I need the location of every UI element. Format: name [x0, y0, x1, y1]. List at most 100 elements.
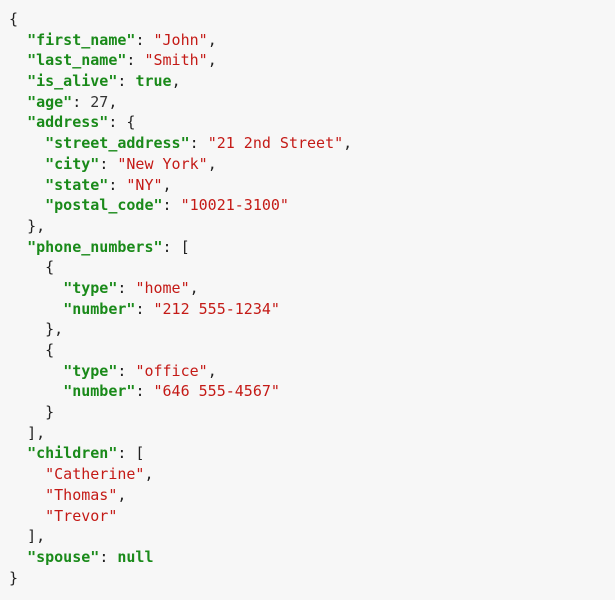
code-line: "Catherine",	[9, 464, 352, 485]
json-punctuation: :	[135, 30, 154, 49]
indent	[9, 320, 45, 338]
json-punctuation: :	[117, 361, 136, 380]
json-key: "postal_code"	[45, 196, 163, 215]
code-line: {	[9, 9, 352, 30]
json-key: "spouse"	[27, 547, 100, 566]
code-line: {	[9, 257, 352, 278]
json-punctuation: :	[126, 51, 145, 70]
indent	[9, 155, 45, 173]
json-punctuation: ,	[108, 92, 118, 111]
indent	[9, 217, 27, 235]
json-string-value: "Smith"	[144, 51, 208, 70]
indent	[9, 465, 45, 483]
code-line: "type": "home",	[9, 278, 352, 299]
json-key: "type"	[63, 278, 118, 297]
code-line: "age": 27,	[9, 92, 352, 113]
json-key: "number"	[63, 382, 136, 401]
code-line: "is_alive": true,	[9, 71, 352, 92]
json-punctuation: :	[135, 299, 154, 318]
code-line: "spouse": null	[9, 547, 352, 568]
json-key: "phone_numbers"	[27, 237, 163, 256]
code-line: }	[9, 402, 352, 423]
json-punctuation: :	[135, 382, 154, 401]
code-line: "Trevor"	[9, 506, 352, 527]
json-key: "children"	[27, 444, 118, 463]
json-punctuation: : [	[162, 237, 190, 256]
json-key: "age"	[27, 92, 73, 111]
indent	[9, 113, 27, 131]
json-punctuation: :	[99, 154, 118, 173]
indent	[9, 507, 45, 525]
code-line: "type": "office",	[9, 361, 352, 382]
json-punctuation: ,	[343, 134, 353, 153]
json-punctuation: }	[9, 568, 19, 587]
json-string-value: "646 555-4567"	[153, 382, 280, 401]
code-line: "number": "212 555-1234"	[9, 299, 352, 320]
indent	[9, 548, 27, 566]
json-punctuation: ,	[207, 51, 217, 70]
indent	[9, 382, 63, 400]
indent	[9, 238, 27, 256]
json-punctuation: :	[117, 278, 136, 297]
json-punctuation: {	[9, 10, 19, 28]
json-string-value: "NY"	[126, 175, 163, 194]
indent	[9, 176, 45, 194]
code-line: "first_name": "John",	[9, 30, 352, 51]
json-punctuation: ,	[207, 30, 217, 49]
json-literal: true	[135, 72, 172, 91]
json-key: "state"	[45, 175, 109, 194]
json-punctuation: ,	[144, 465, 154, 484]
json-key: "last_name"	[27, 51, 127, 70]
code-line: ],	[9, 423, 352, 444]
json-punctuation: :	[108, 175, 127, 194]
indent	[9, 134, 45, 152]
indent	[9, 362, 63, 380]
json-punctuation: ],	[27, 423, 46, 442]
json-number-value: 27	[90, 92, 109, 111]
json-punctuation: :	[72, 92, 91, 111]
code-line: "phone_numbers": [	[9, 237, 352, 258]
json-key: "address"	[27, 113, 109, 132]
json-punctuation: ,	[117, 485, 127, 504]
json-string-value: "Trevor"	[45, 506, 118, 525]
json-punctuation: ,	[162, 175, 172, 194]
indent	[9, 93, 27, 111]
indent	[9, 31, 27, 49]
json-literal: null	[117, 547, 154, 566]
json-punctuation: :	[117, 72, 136, 91]
json-key: "number"	[63, 299, 136, 318]
json-key: "type"	[63, 361, 118, 380]
json-punctuation: ,	[207, 154, 217, 173]
code-line: "number": "646 555-4567"	[9, 381, 352, 402]
json-punctuation: }	[45, 403, 55, 422]
indent	[9, 51, 27, 69]
json-string-value: "New York"	[117, 154, 208, 173]
json-code-block: { "first_name": "John", "last_name": "Sm…	[9, 9, 352, 588]
code-line: }	[9, 568, 352, 589]
json-punctuation: ,	[207, 361, 217, 380]
indent	[9, 300, 63, 318]
json-punctuation: },	[45, 320, 64, 339]
code-line: "city": "New York",	[9, 154, 352, 175]
json-punctuation: :	[99, 547, 118, 566]
code-line: "street_address": "21 2nd Street",	[9, 133, 352, 154]
indent	[9, 196, 45, 214]
indent	[9, 258, 45, 276]
json-key: "street_address"	[45, 134, 190, 153]
code-line: },	[9, 216, 352, 237]
json-punctuation: {	[45, 341, 55, 359]
json-punctuation: },	[27, 216, 46, 235]
json-key: "first_name"	[27, 30, 136, 49]
json-string-value: "212 555-1234"	[153, 299, 280, 318]
code-line: },	[9, 319, 352, 340]
json-key: "city"	[45, 154, 100, 173]
json-string-value: "10021-3100"	[180, 196, 289, 215]
indent	[9, 486, 45, 504]
json-punctuation: {	[45, 258, 55, 277]
code-line: "Thomas",	[9, 485, 352, 506]
code-line: "address": {	[9, 112, 352, 133]
indent	[9, 403, 45, 421]
json-string-value: "office"	[135, 361, 208, 380]
code-line: "state": "NY",	[9, 175, 352, 196]
